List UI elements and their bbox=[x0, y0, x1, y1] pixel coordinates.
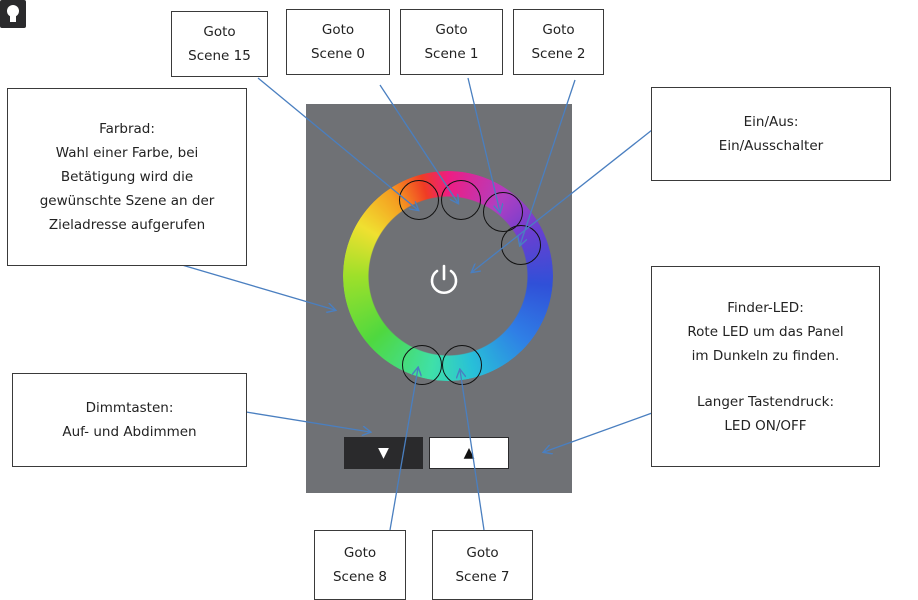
callout-scene-1: Goto Scene 1 bbox=[400, 9, 503, 75]
arrow-finder bbox=[544, 412, 653, 452]
triangle-up-icon: ▲ bbox=[463, 445, 475, 461]
scene-1-marker[interactable] bbox=[483, 192, 523, 232]
power-icon[interactable] bbox=[426, 262, 462, 298]
callout-farbrad: Farbrad: Wahl einer Farbe, bei Betätigun… bbox=[7, 88, 247, 266]
arrow-scene8 bbox=[389, 368, 418, 531]
callout-scene-15: Goto Scene 15 bbox=[171, 11, 268, 77]
scene-2-marker[interactable] bbox=[501, 225, 541, 265]
arrow-scene1 bbox=[467, 77, 500, 212]
callout-dimmtasten: Dimmtasten: Auf- und Abdimmen bbox=[12, 373, 247, 467]
arrow-scene7 bbox=[460, 370, 485, 531]
dim-up-button[interactable]: ▲ bbox=[429, 437, 509, 469]
callout-finder-led: Finder-LED: Rote LED um das Panel im Dun… bbox=[651, 266, 880, 467]
callout-scene-0: Goto Scene 0 bbox=[286, 9, 390, 75]
arrow-scene0 bbox=[379, 84, 458, 203]
lightbulb-icon bbox=[7, 5, 19, 22]
arrow-scene2 bbox=[520, 79, 576, 245]
dim-down-button[interactable]: ▼ bbox=[344, 437, 423, 469]
arrow-scene15 bbox=[257, 77, 418, 210]
arrow-dimm bbox=[245, 411, 370, 432]
callout-ein-aus: Ein/Aus: Ein/Ausschalter bbox=[651, 87, 891, 181]
scene-8-marker[interactable] bbox=[402, 345, 442, 385]
arrow-einaus bbox=[472, 129, 653, 272]
arrow-farbrad bbox=[181, 264, 335, 310]
callout-scene-8: Goto Scene 8 bbox=[314, 530, 406, 600]
triangle-down-icon: ▼ bbox=[378, 445, 389, 461]
scene-0-marker[interactable] bbox=[441, 180, 481, 220]
scene-15-marker[interactable] bbox=[399, 180, 439, 220]
callout-scene-7: Goto Scene 7 bbox=[432, 530, 533, 600]
finder-led-button[interactable] bbox=[0, 0, 26, 28]
callout-scene-2: Goto Scene 2 bbox=[513, 9, 604, 75]
